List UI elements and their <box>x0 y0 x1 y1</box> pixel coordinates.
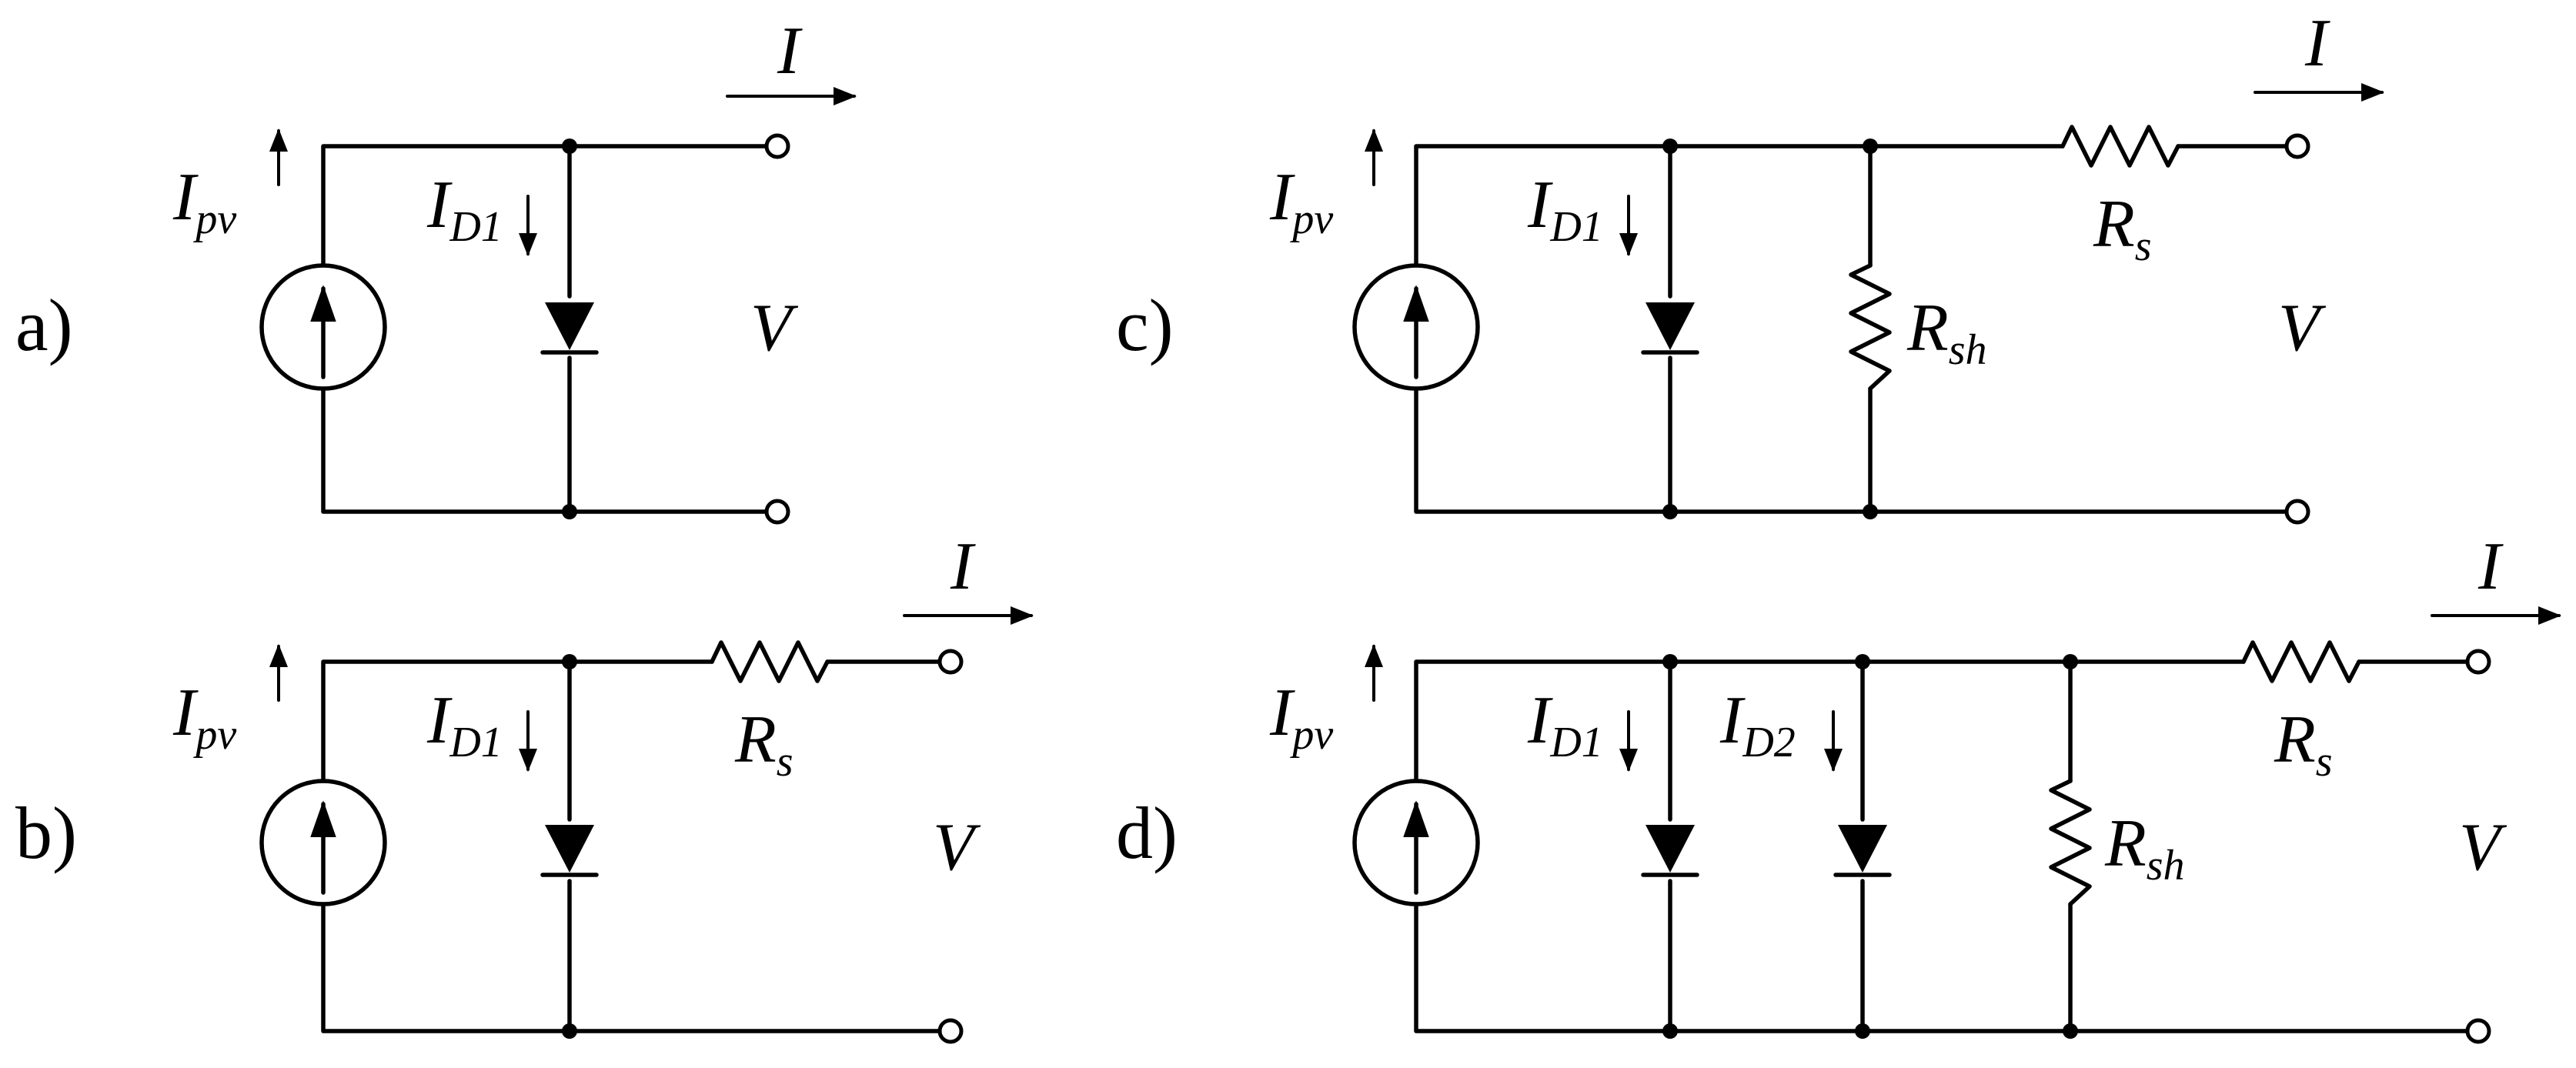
node-dot <box>562 504 577 519</box>
wire-a <box>321 144 780 514</box>
diode-d1-c <box>1641 302 1699 355</box>
panel-label-d: d) <box>1116 792 1178 874</box>
current-source-d <box>1352 779 1480 906</box>
wire-b <box>321 659 953 1033</box>
resistor-rsh-d <box>2049 779 2092 906</box>
label-id1-b: ID1 <box>426 683 503 766</box>
diode-d1-b <box>540 825 599 877</box>
wire-c <box>1414 144 2300 514</box>
label-i-c: I <box>2304 6 2330 81</box>
terminal-top-a <box>764 133 790 159</box>
node-dot <box>1662 504 1678 519</box>
current-source-a <box>259 263 387 391</box>
label-id1-c: ID1 <box>1527 168 1603 251</box>
node-dot <box>2063 654 2078 669</box>
terminal-bottom-d <box>2465 1018 2491 1044</box>
diode-d1-d <box>1641 825 1699 877</box>
label-i-d: I <box>2477 529 2504 604</box>
label-rsh-c: Rsh <box>1906 291 1987 374</box>
label-rs-c: Rs <box>2093 187 2152 270</box>
node-dot <box>1662 654 1678 669</box>
label-ipv-c: Ipv <box>1269 160 1333 243</box>
node-dot <box>1662 139 1678 154</box>
panel-label-a: a) <box>15 284 73 366</box>
panel-label-b: b) <box>15 792 77 874</box>
label-ipv-a: Ipv <box>172 160 236 243</box>
label-id2-d: ID2 <box>1719 683 1796 766</box>
terminal-bottom-c <box>2284 499 2310 525</box>
resistor-rs-b <box>710 640 830 683</box>
label-i-b: I <box>950 529 976 604</box>
diode-d1-a <box>540 302 599 355</box>
resistor-rs-c <box>2060 125 2180 168</box>
label-id1-a: ID1 <box>426 168 503 251</box>
node-dot <box>1863 139 1878 154</box>
current-source-b <box>259 779 387 906</box>
resistor-rsh-c <box>1849 263 1892 391</box>
node-dot <box>562 654 577 669</box>
circuit-c: c) Ipv ID1 Rsh Rs V I <box>1116 6 2384 525</box>
terminal-bottom-a <box>764 499 790 525</box>
wire-d <box>1414 659 2481 1033</box>
label-ipv-b: Ipv <box>172 676 236 759</box>
node-dot <box>562 139 577 154</box>
label-ipv-d: Ipv <box>1269 676 1333 759</box>
node-dot <box>1662 1023 1678 1039</box>
terminal-bottom-b <box>937 1018 964 1044</box>
terminal-top-c <box>2284 133 2310 159</box>
label-rsh-d: Rsh <box>2104 806 2185 889</box>
terminal-top-b <box>937 649 964 675</box>
panel-label-c: c) <box>1116 284 1174 366</box>
label-v-d: V <box>2459 810 2508 885</box>
label-v-a: V <box>750 291 799 365</box>
current-source-c <box>1352 263 1480 391</box>
label-v-c: V <box>2278 291 2327 365</box>
resistor-rs-d <box>2241 640 2361 683</box>
diode-d2-d <box>1833 825 1892 877</box>
node-dot <box>1855 654 1870 669</box>
node-dot <box>562 1023 577 1039</box>
circuit-b: b) Ipv ID1 Rs V I <box>15 529 1034 1044</box>
node-dot <box>1855 1023 1870 1039</box>
circuit-a: a) Ipv ID1 V I <box>15 14 857 525</box>
label-rs-b: Rs <box>734 703 794 786</box>
label-rs-d: Rs <box>2274 703 2333 786</box>
terminal-top-d <box>2465 649 2491 675</box>
node-dot <box>1863 504 1878 519</box>
circuit-d: d) Ipv ID1 ID2 Rsh Rs V I <box>1116 529 2561 1044</box>
label-id1-d: ID1 <box>1527 683 1603 766</box>
label-i-a: I <box>777 14 803 88</box>
node-dot <box>2063 1023 2078 1039</box>
label-v-b: V <box>933 810 981 885</box>
